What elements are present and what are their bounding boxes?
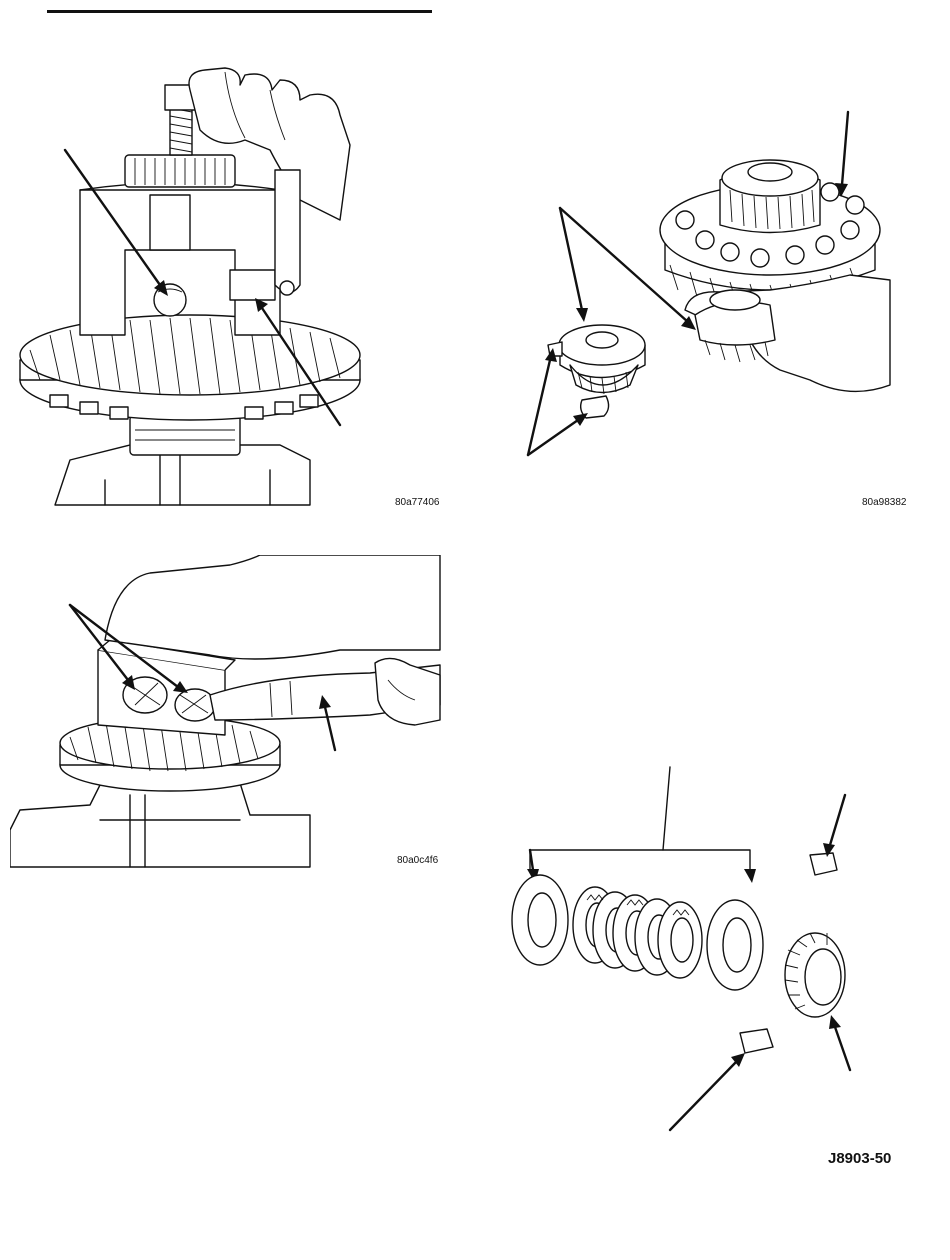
figure-clutch-pack-exploded xyxy=(505,765,885,1135)
page-header-rule xyxy=(47,10,432,13)
figure-code-80a77406: 80a77406 xyxy=(395,497,440,508)
figure-code-J8903-50: J8903-50 xyxy=(828,1150,891,1167)
clutch-pack-illustration xyxy=(505,765,885,1135)
figure-side-gear-removal xyxy=(520,100,900,460)
press-tool-illustration xyxy=(10,60,450,510)
rotate-case-illustration xyxy=(10,555,450,870)
figure-bar-rotate-case xyxy=(10,555,450,870)
side-gear-illustration xyxy=(520,100,900,460)
figure-press-tool-case xyxy=(10,60,450,510)
figure-code-80a0c4f6: 80a0c4f6 xyxy=(397,855,438,866)
figure-code-80a98382: 80a98382 xyxy=(862,497,907,508)
